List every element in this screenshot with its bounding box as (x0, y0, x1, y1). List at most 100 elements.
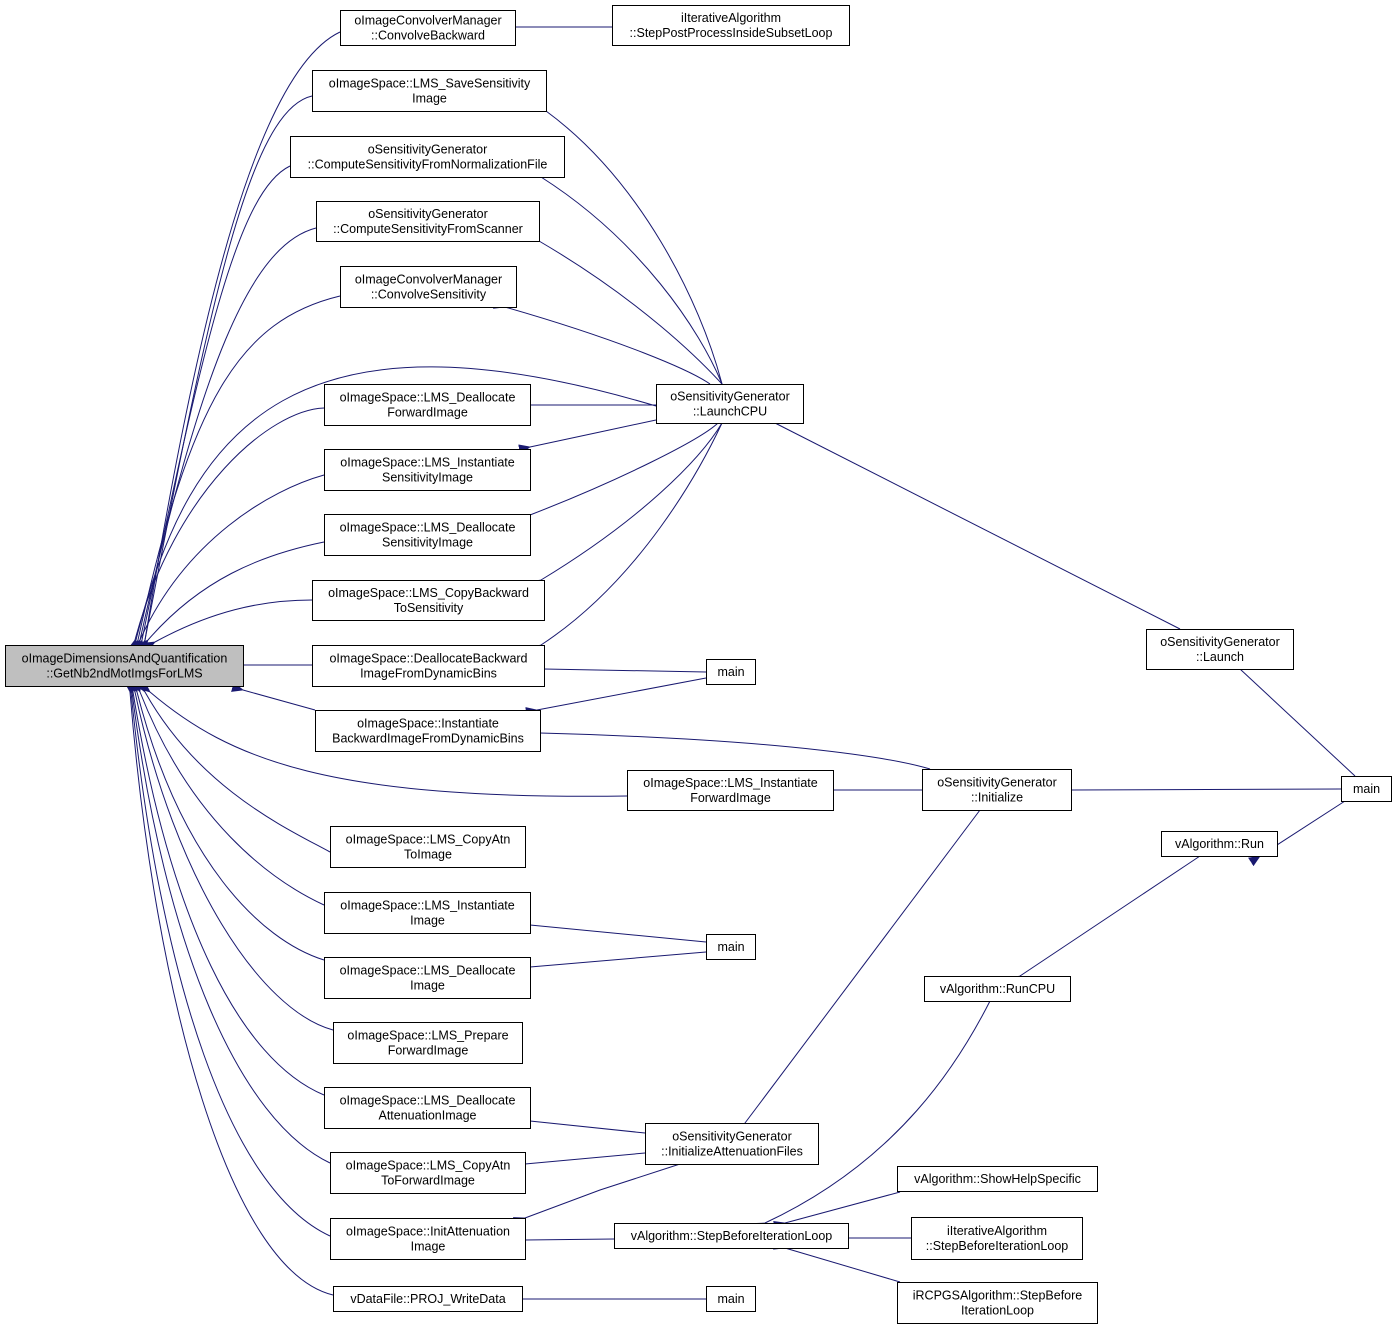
node-label-line: oSensitivityGenerator (1160, 635, 1280, 649)
node-label-line: oImageSpace::LMS_CopyBackward (328, 586, 529, 600)
node-label-line: oImageSpace::LMS_SaveSensitivity (329, 77, 531, 91)
call-edge (528, 727, 931, 770)
call-edge (1008, 855, 1201, 987)
node-box (911, 1217, 1083, 1260)
caller-node[interactable]: oImageSpace::LMS_DeallocateSensitivityIm… (324, 514, 531, 556)
caller-node[interactable]: iRCPGSAlgorithm::StepBeforeIterationLoop (897, 1282, 1098, 1324)
node-box (1341, 776, 1392, 802)
caller-node[interactable]: oImageSpace::LMS_InstantiateSensitivityI… (324, 449, 531, 491)
call-edge (518, 1114, 646, 1134)
call-edge (532, 663, 707, 674)
node-box (333, 1286, 523, 1312)
caller-node[interactable]: oSensitivityGenerator::LaunchCPU (656, 384, 804, 424)
caller-node[interactable]: main (706, 934, 756, 960)
node-label-line: oImageSpace::LMS_Instantiate (340, 456, 514, 470)
caller-node[interactable]: iIterativeAlgorithm::StepBeforeIteration… (911, 1217, 1083, 1260)
call-edge (529, 422, 723, 590)
node-label-line: ForwardImage (387, 406, 468, 420)
node-label-line: oSensitivityGenerator (670, 390, 790, 404)
node-label-line: iIterativeAlgorithm (947, 1224, 1047, 1238)
call-edge (131, 679, 325, 906)
caller-node[interactable]: oImageSpace::InstantiateBackwardImageFro… (315, 710, 541, 752)
node-label-line: ::Initialize (971, 791, 1023, 805)
node-box (645, 1123, 819, 1165)
call-edge (124, 680, 331, 1237)
node-label-line: SensitivityImage (382, 536, 473, 550)
call-edge (127, 407, 325, 652)
node-label-line: vAlgorithm::Run (1175, 837, 1264, 851)
call-edge (526, 231, 723, 385)
node-box (706, 934, 756, 960)
caller-node[interactable]: oImageConvolverManager::ConvolveBackward (340, 10, 516, 46)
node-label-line: oImageSpace::LMS_Deallocate (340, 391, 516, 405)
node-box (324, 892, 531, 934)
caller-node[interactable]: vAlgorithm::RunCPU (924, 976, 1071, 1002)
node-label-line: IterationLoop (961, 1304, 1034, 1318)
node-label-line: ::StepPostProcessInsideSubsetLoop (630, 26, 833, 40)
call-edge (138, 681, 628, 797)
node-box (897, 1166, 1098, 1192)
call-edge (773, 1191, 901, 1231)
call-edge (493, 299, 711, 385)
call-edge (773, 1240, 901, 1283)
node-label-line: ::GetNb2ndMotImgsForLMS (46, 667, 202, 681)
node-label-line: ::ComputeSensitivityFromNormalizationFil… (308, 158, 548, 172)
caller-node[interactable]: oSensitivityGenerator::InitializeAttenua… (645, 1123, 819, 1165)
caller-node[interactable]: oImageSpace::DeallocateBackwardImageFrom… (312, 645, 545, 687)
node-box (333, 1022, 523, 1064)
call-edge (138, 95, 313, 652)
call-edge (752, 1000, 991, 1233)
node-label-line: Image (411, 1240, 446, 1254)
caller-node[interactable]: oSensitivityGenerator::Initialize (922, 769, 1072, 811)
caller-node[interactable]: oImageSpace::LMS_CopyBackwardToSensitivi… (312, 580, 545, 621)
node-label-line: ::ComputeSensitivityFromScanner (333, 222, 523, 236)
node-label-line: oImageSpace::LMS_Prepare (347, 1029, 508, 1043)
node-label-line: ::InitializeAttenuationFiles (661, 1145, 803, 1159)
caller-node[interactable]: oSensitivityGenerator::ComputeSensitivit… (290, 136, 565, 178)
call-edge (1228, 657, 1356, 777)
node-box (324, 449, 531, 491)
caller-node[interactable]: vAlgorithm::ShowHelpSpecific (897, 1166, 1098, 1192)
call-edge (231, 682, 316, 711)
caller-node[interactable]: main (706, 1286, 756, 1312)
node-box (330, 826, 526, 868)
caller-node[interactable]: vAlgorithm::Run (1161, 831, 1278, 857)
node-label-line: ImageFromDynamicBins (360, 667, 497, 681)
call-edge (135, 679, 331, 853)
caller-node[interactable]: vDataFile::PROJ_WriteData (333, 1286, 523, 1312)
caller-node[interactable]: vAlgorithm::StepBeforeIterationLoop (614, 1223, 849, 1249)
node-label-line: oSensitivityGenerator (937, 776, 1057, 790)
caller-node[interactable]: main (706, 659, 756, 685)
call-edge (762, 413, 1181, 630)
node-label-line: ::LaunchCPU (693, 405, 767, 419)
caller-node[interactable]: oImageConvolverManager::ConvolveSensitiv… (340, 266, 517, 308)
root-function-node[interactable]: oImageDimensionsAndQuantification::GetNb… (5, 645, 244, 687)
node-label-line: ToSensitivity (394, 601, 464, 615)
caller-node[interactable]: oSensitivityGenerator::Launch (1146, 629, 1294, 670)
node-box (316, 201, 540, 242)
caller-node[interactable]: main (1341, 776, 1392, 802)
node-label-line: ::Launch (1196, 650, 1244, 664)
node-label-line: ::ConvolveBackward (371, 29, 485, 43)
call-edge (518, 918, 707, 943)
node-box (1146, 629, 1294, 670)
caller-node[interactable]: oSensitivityGenerator::ComputeSensitivit… (316, 201, 540, 242)
caller-node[interactable]: iIterativeAlgorithm::StepPostProcessInsi… (612, 5, 850, 46)
caller-node[interactable]: oImageSpace::LMS_DeallocateAttenuationIm… (324, 1087, 531, 1129)
node-label-line: ::StepBeforeIterationLoop (926, 1239, 1069, 1253)
node-label-line: oImageSpace::LMS_Instantiate (643, 776, 817, 790)
node-label-line: ForwardImage (388, 1044, 469, 1058)
node-label-line: oImageSpace::LMS_CopyAtn (346, 833, 511, 847)
call-edge (142, 599, 313, 652)
node-box (324, 514, 531, 556)
node-label-line: oImageSpace::LMS_CopyAtn (346, 1159, 511, 1173)
